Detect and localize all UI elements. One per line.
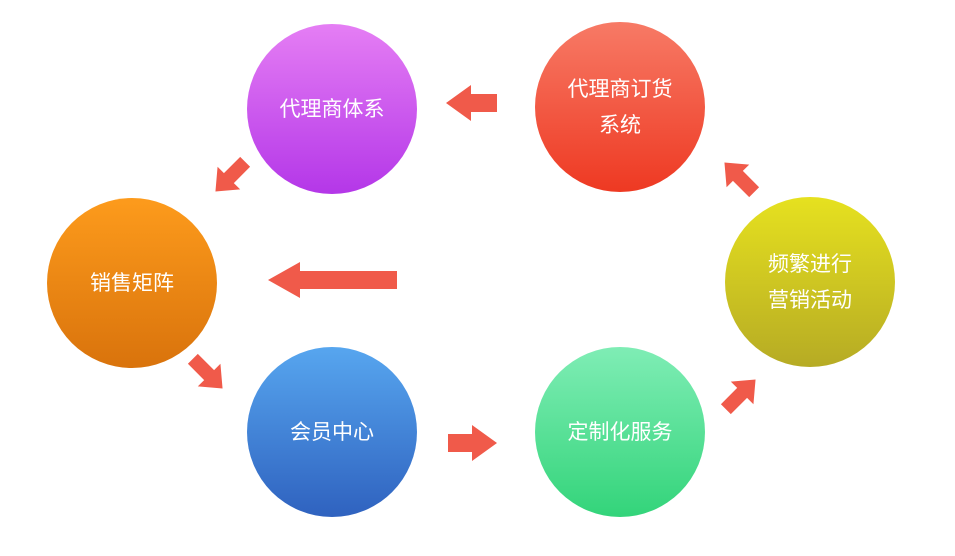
node-order-system: 代理商订货 系统 bbox=[535, 22, 705, 192]
arrow-marketing-to-order bbox=[724, 162, 760, 198]
node-marketing-activities: 频繁进行 营销活动 bbox=[725, 197, 895, 367]
arrow-sales-to-member bbox=[187, 353, 223, 389]
node-agent-system: 代理商体系 bbox=[247, 24, 417, 194]
arrow-order-to-agent bbox=[446, 85, 497, 121]
node-member-center: 会员中心 bbox=[247, 347, 417, 517]
node-member-center-label: 会员中心 bbox=[290, 420, 374, 444]
node-order-system-label-line1: 代理商订货 bbox=[567, 77, 673, 101]
arrow-agent-to-sales bbox=[215, 156, 251, 192]
node-marketing-label-line2: 营销活动 bbox=[768, 288, 852, 312]
node-agent-system-label: 代理商体系 bbox=[279, 97, 385, 121]
node-marketing-label-line1: 频繁进行 bbox=[768, 252, 852, 276]
node-sales-matrix: 销售矩阵 bbox=[47, 198, 217, 368]
node-order-system-label-line2: 系统 bbox=[599, 113, 641, 137]
arrow-member-to-custom bbox=[448, 425, 497, 461]
node-custom-service-label: 定制化服务 bbox=[567, 420, 673, 444]
node-sales-matrix-label: 销售矩阵 bbox=[90, 271, 174, 295]
arrow-custom-to-marketing bbox=[720, 379, 756, 415]
node-custom-service: 定制化服务 bbox=[535, 347, 705, 517]
arrow-marketing-to-sales bbox=[268, 262, 397, 298]
